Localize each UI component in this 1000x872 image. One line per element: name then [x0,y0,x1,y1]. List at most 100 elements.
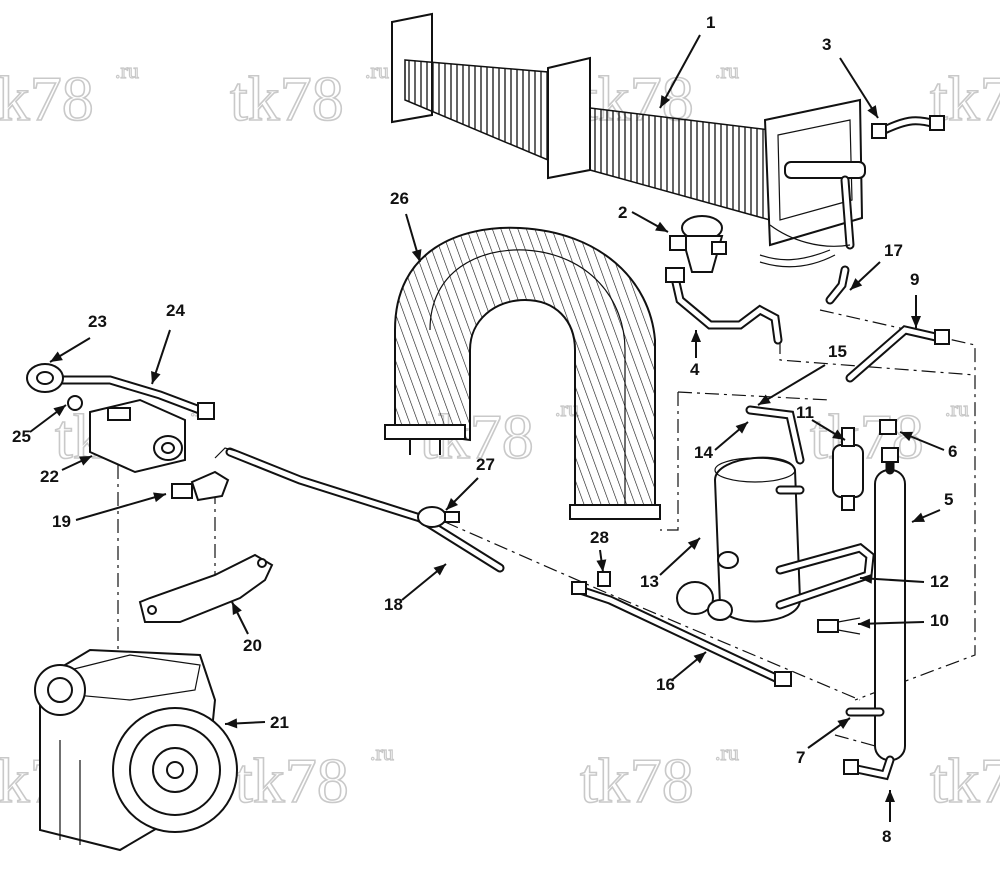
arrowhead-8 [885,790,895,802]
arrowhead-18 [433,564,446,576]
callout-12: 12 [930,572,949,591]
line-part-16 [571,581,792,687]
callout-20: 20 [243,636,262,655]
filter-drier [832,427,864,511]
callout-1: 1 [706,13,715,32]
expansion-valve [669,215,727,273]
watermark-suffix: .ru [365,58,389,83]
muffler-block [89,398,186,474]
callout-labels: 1234567891011121314151617181920212223242… [12,13,957,846]
condenser-coil [384,226,661,520]
arrowhead-13 [687,538,700,550]
callout-18: 18 [384,595,403,614]
callout-14: 14 [694,443,713,462]
watermark: tk78 .ru [234,739,394,816]
arrowhead-14 [735,422,748,434]
watermark: tk78 .ru [0,57,139,134]
arrowhead-27 [446,497,459,510]
accumulator [874,447,906,761]
fitting-part-10 [817,617,861,635]
leader-line-19 [75,493,167,521]
arrowhead-17 [850,278,863,290]
callout-10: 10 [930,611,949,630]
arrowhead-11 [832,429,845,440]
fitting-part-8 [843,755,895,781]
fitting-part-6 [879,419,897,435]
arrowhead-5 [912,512,925,522]
callout-17: 17 [884,241,903,260]
watermark: tk78 .ru [229,57,389,134]
arrowhead-9 [911,316,921,328]
line-part-9 [845,325,950,383]
arrowhead-21 [225,718,238,729]
arrowhead-28 [596,559,607,572]
callout-28: 28 [590,528,609,547]
arrowhead-2 [655,221,668,232]
arrowhead-15 [758,394,771,405]
bracket-part-20 [138,553,274,623]
callout-26: 26 [390,189,409,208]
callout-5: 5 [944,490,953,509]
leader-line-15 [757,364,826,406]
callout-15: 15 [828,342,847,361]
watermark-suffix: .ru [370,740,394,765]
arrowhead-19 [153,492,166,503]
callout-3: 3 [822,35,831,54]
callout-22: 22 [40,467,59,486]
arrowhead-20 [232,602,242,615]
line-part-12 [775,543,875,610]
watermark-text: tk78 [930,745,1000,816]
receiver-tank [676,456,802,623]
callout-13: 13 [640,572,659,591]
evaporator-coil [391,12,866,268]
line-part-18 [214,447,505,573]
arrowhead-26 [411,249,422,262]
arrowhead-7 [837,718,850,730]
compressor [34,648,238,852]
watermark: tk78 .ru [579,739,739,816]
inline-dryer-27 [417,506,460,528]
line-part-4 [665,267,783,345]
hose-part-3 [871,115,945,139]
arrowhead-4 [691,330,701,342]
arrowhead-12 [860,573,873,584]
leader-line-1 [659,34,701,109]
callout-19: 19 [52,512,71,531]
arrowhead-23 [50,351,63,362]
arrowhead-25 [53,405,66,417]
discharge-line [26,363,215,420]
callout-6: 6 [948,442,957,461]
callout-23: 23 [88,312,107,331]
arrowhead-6 [900,431,913,442]
watermark-text: tk78 [0,63,94,134]
line-part-14 [745,405,805,495]
watermark-suffix: .ru [715,58,739,83]
arrowhead-3 [867,105,878,118]
leader-lines [29,34,945,822]
fitting-part-17 [825,265,850,305]
watermark-suffix: .ru [715,740,739,765]
arrowhead-22 [79,456,92,466]
callout-7: 7 [796,748,805,767]
clip-part-28 [597,571,611,587]
watermark: tk78.ru [929,744,1000,817]
watermark-suffix: .ru [115,58,139,83]
callout-25: 25 [12,427,31,446]
watermark-text: tk78 [580,745,694,816]
callout-4: 4 [690,360,700,379]
watermark-text: tk78 [235,745,349,816]
arrowhead-24 [151,371,161,384]
watermark-text: tk78 [230,63,344,134]
arrowhead-10 [858,618,871,629]
callout-2: 2 [618,203,627,222]
callout-11: 11 [796,403,814,422]
watermark-suffix: .ru [945,396,969,421]
callout-24: 24 [166,301,185,320]
fitting-part-19 [171,470,230,502]
callout-8: 8 [882,827,891,846]
arrowhead-16 [693,652,706,664]
arrowhead-1 [660,95,671,108]
assembly-lines [117,309,976,751]
callout-27: 27 [476,455,495,474]
